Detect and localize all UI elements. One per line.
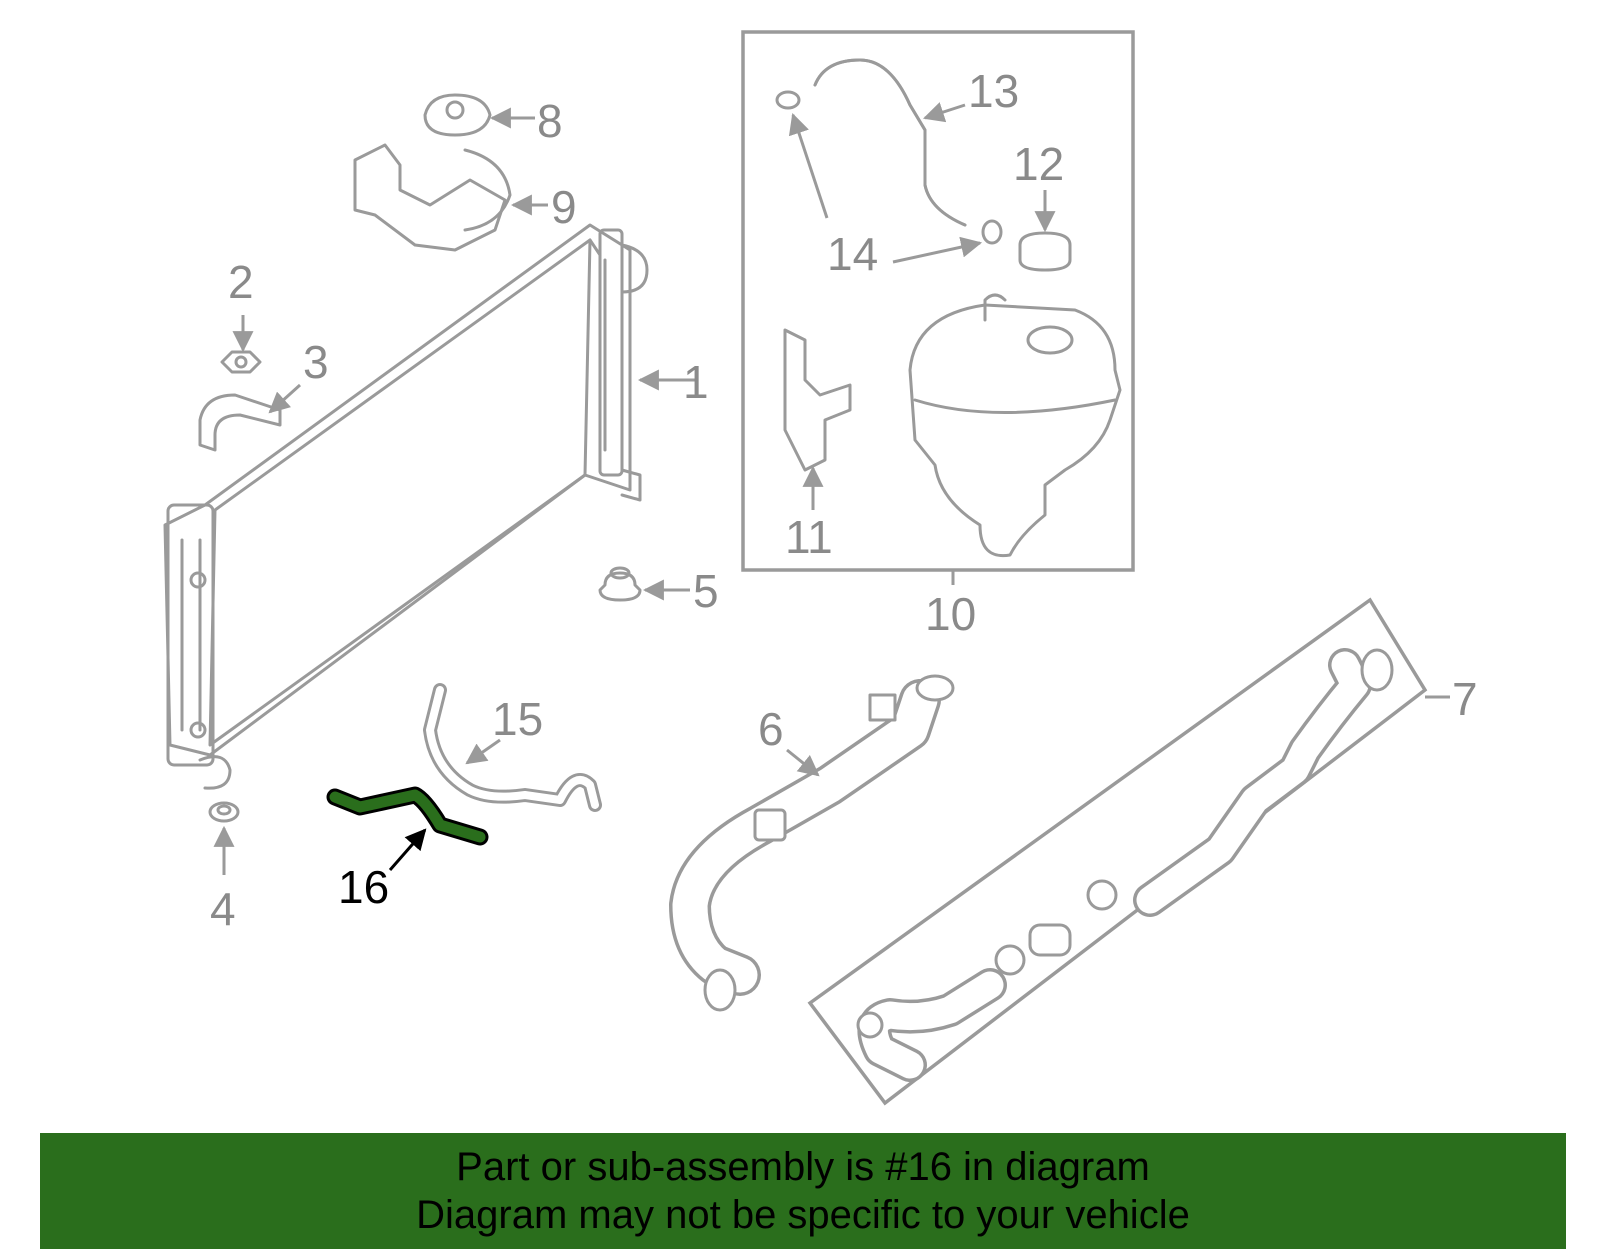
callout-7: 7 — [1452, 673, 1478, 725]
clamp-14-bottom — [981, 219, 1003, 245]
callout-3: 3 — [303, 336, 329, 388]
callout-9: 9 — [551, 181, 577, 233]
callout-12: 12 — [1013, 138, 1064, 190]
nut — [220, 350, 262, 374]
leader-lines — [213, 102, 1056, 875]
reservoir-assembly-box — [741, 30, 1135, 585]
callout-1: 1 — [683, 356, 709, 408]
callout-10: 10 — [925, 588, 976, 640]
coolant-reservoir — [908, 293, 1122, 558]
upper-mount-bracket — [353, 143, 512, 252]
hose-kit-7 — [807, 597, 1450, 1106]
callout-4: 4 — [210, 883, 236, 935]
hose-6 — [669, 674, 955, 1012]
banner-line-1: Part or sub-assembly is #16 in diagram — [456, 1145, 1150, 1189]
callout-5: 5 — [693, 565, 719, 617]
hose-16-highlighted — [326, 786, 489, 846]
callout-6: 6 — [758, 703, 784, 755]
radiator — [163, 223, 649, 790]
banner-line-2: Diagram may not be specific to your vehi… — [416, 1193, 1190, 1237]
callout-16: 16 — [338, 861, 389, 913]
callout-14-a: 14 — [827, 228, 878, 280]
callout-8: 8 — [537, 95, 563, 147]
callout-2: 2 — [228, 256, 254, 308]
callout-15: 15 — [492, 693, 543, 745]
hose-15 — [423, 683, 602, 812]
clamp-14-top — [775, 90, 801, 110]
grommet-lower — [208, 801, 240, 823]
radiator-cap — [423, 93, 492, 137]
callout-11: 11 — [785, 511, 833, 563]
info-banner: Part or sub-assembly is #16 in diagram D… — [40, 1133, 1566, 1249]
parts-diagram: 1 2 3 4 5 6 7 8 9 10 11 12 13 14 14 15 1… — [163, 30, 1478, 1106]
lower-bracket — [198, 393, 282, 452]
grommet-upper — [598, 566, 642, 602]
reservoir-cap — [1018, 231, 1072, 272]
callout-13: 13 — [968, 65, 1019, 117]
reservoir-bracket — [783, 328, 852, 472]
hose-13 — [813, 58, 967, 227]
